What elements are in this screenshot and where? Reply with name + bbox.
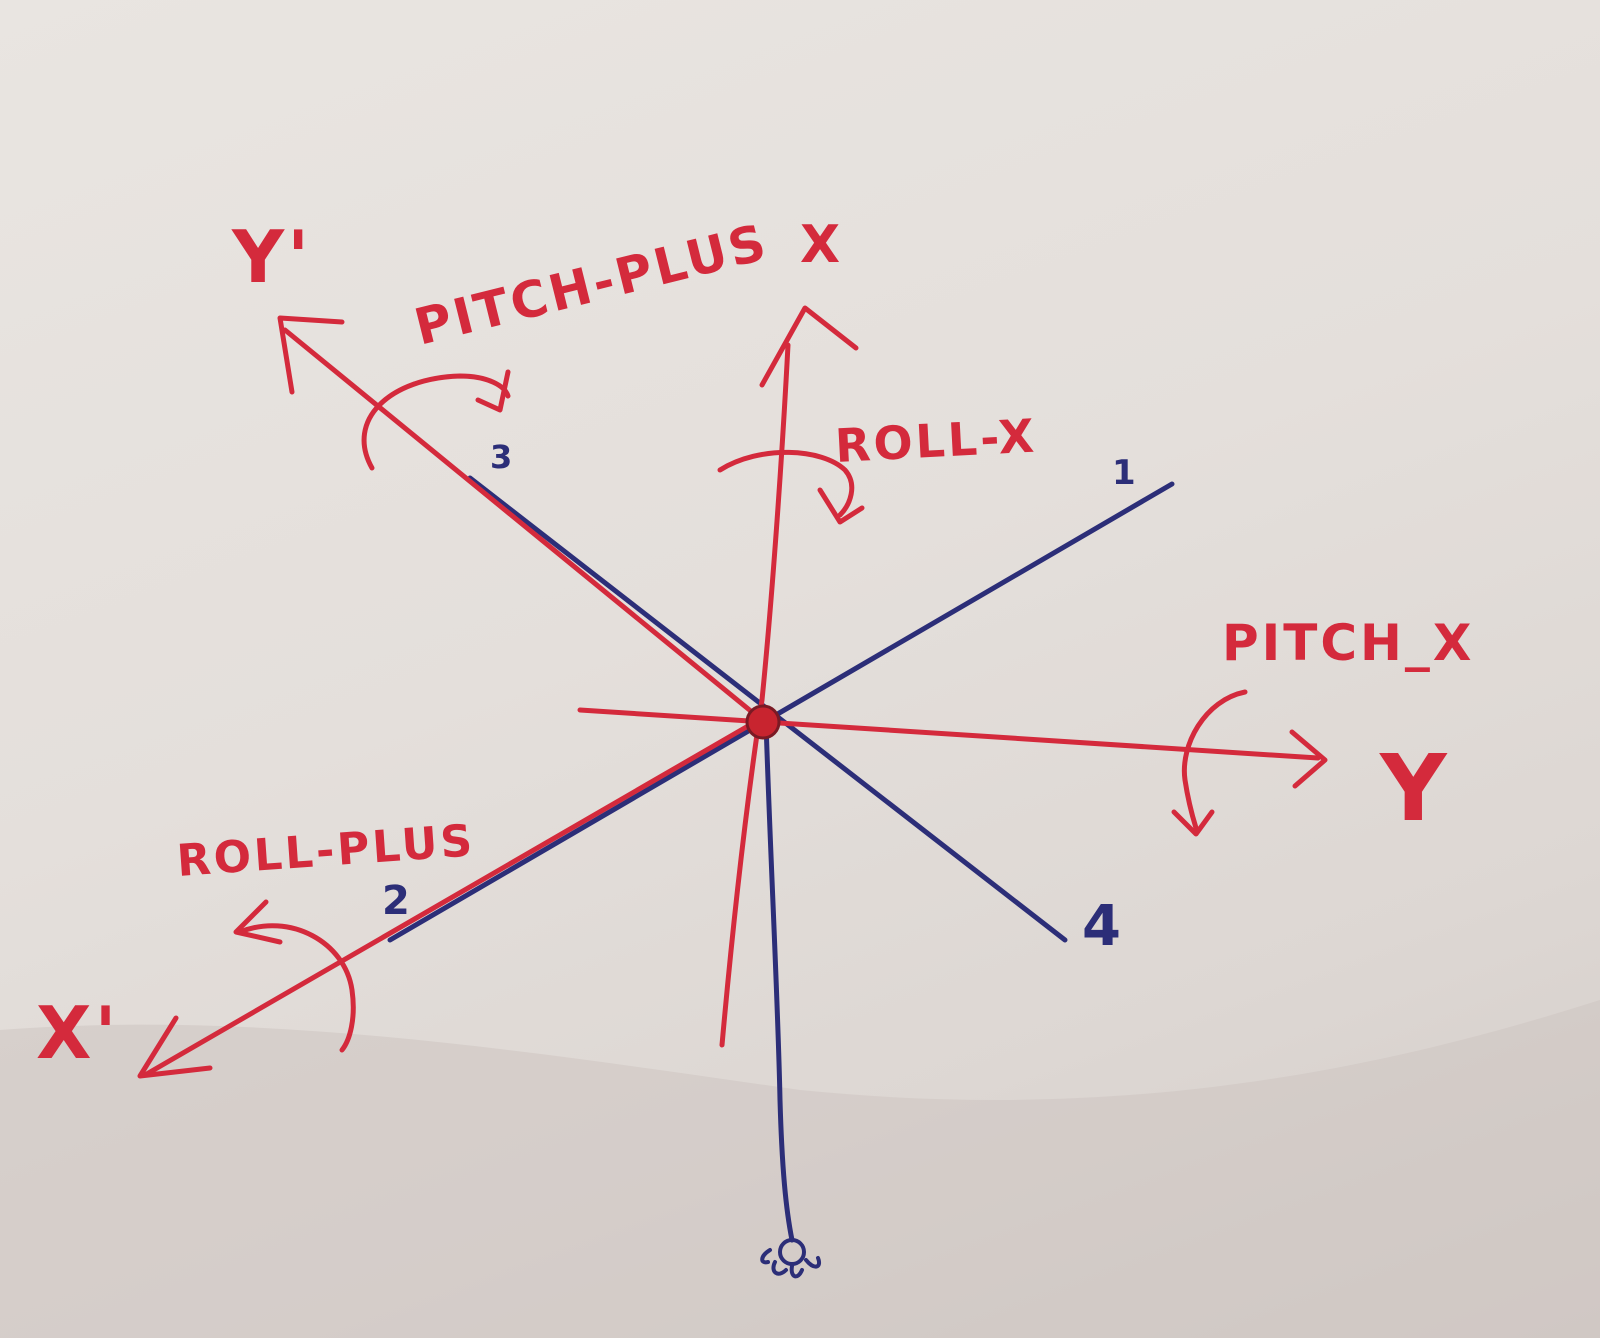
roll-minus-label: ROLL-X <box>834 408 1039 472</box>
arm-1-label: 1 <box>1112 453 1136 493</box>
y-axis-line <box>577 707 1321 761</box>
center-of-mass-dot <box>745 704 781 740</box>
x-prime-axis-label: X' <box>36 991 120 1075</box>
roll-plus-label: ROLL-PLUS <box>175 815 477 887</box>
x-prime-axis-arrowhead <box>137 1015 213 1079</box>
arm-2-label: 2 <box>382 878 410 924</box>
tail-doodle-icon <box>760 1238 821 1279</box>
x-prime-axis-line <box>142 719 758 1078</box>
arm-4-label: 4 <box>1082 894 1121 959</box>
paper-shadow <box>0 1000 1600 1338</box>
roll-plus-rotation-arc <box>233 899 356 1053</box>
pitch-minus-label: PITCH_X <box>1222 614 1474 672</box>
y-prime-axis-label: Y' <box>231 215 312 299</box>
roll-minus-rotation-arc <box>717 449 865 525</box>
pitch-plus-rotation-arc <box>361 369 511 471</box>
pitch-plus-label: PITCH-PLUS <box>409 213 774 357</box>
arm-3-label: 3 <box>490 438 512 476</box>
x-axis-label: X <box>800 215 843 275</box>
x-axis-line <box>719 342 791 1048</box>
x-axis-arrowhead <box>759 305 859 388</box>
y-prime-axis-arrowhead <box>277 315 345 395</box>
y-axis-label: Y <box>1379 735 1450 842</box>
y-prime-axis-line <box>282 327 755 715</box>
y-axis-arrowhead <box>1289 729 1328 789</box>
tail-line <box>763 719 795 1243</box>
arm-line-1-to-2 <box>387 481 1175 943</box>
pitch-minus-rotation-arc <box>1171 689 1248 837</box>
